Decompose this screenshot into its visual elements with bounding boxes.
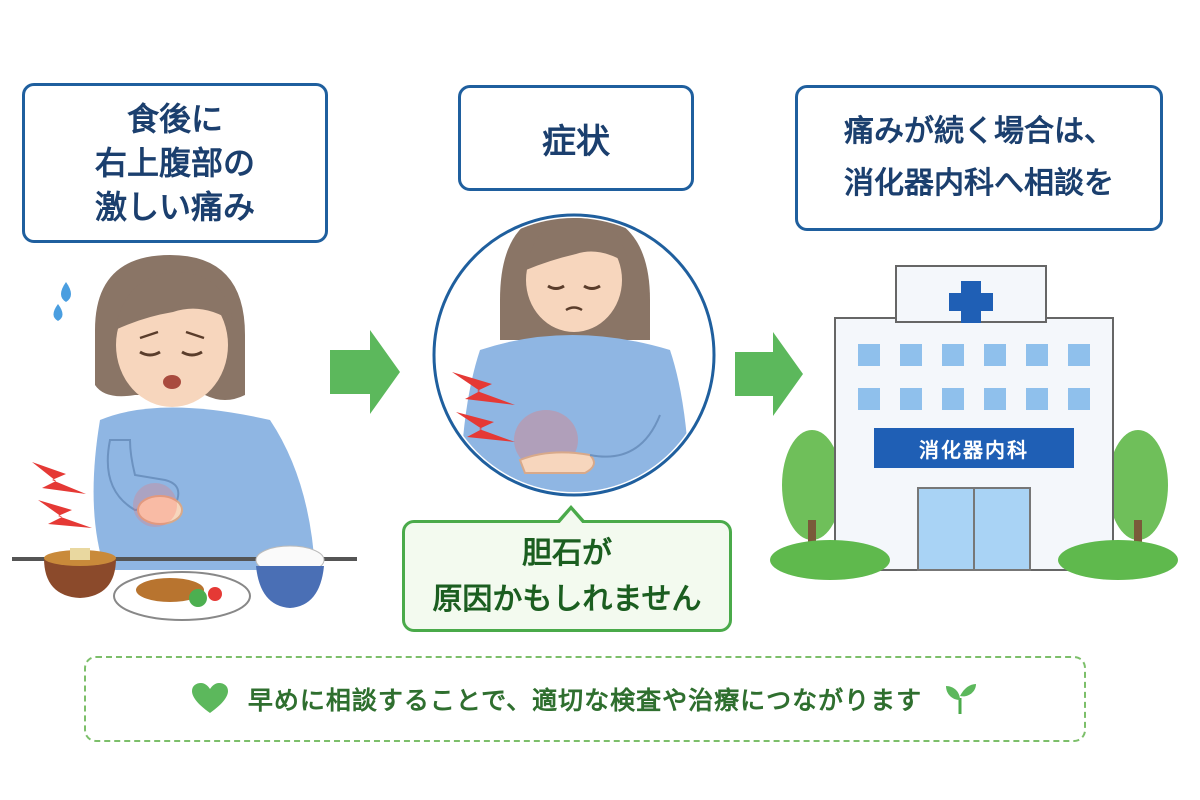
lightning-icon — [32, 462, 86, 494]
cause-line: 胆石が — [522, 536, 612, 571]
lightning-icon — [38, 500, 92, 528]
hospital-illustration — [770, 265, 1178, 580]
lightning-icon — [456, 412, 515, 442]
step1-line: 食後に — [126, 100, 223, 138]
step2-title: 症状 — [542, 121, 610, 162]
footer-banner: 早めに相談することで、適切な検査や治療につながります — [84, 656, 1086, 742]
symptom-illustration — [432, 213, 716, 497]
step1-line: 激しい痛み — [94, 188, 255, 226]
hospital-sign: 消化器内科 — [919, 437, 1029, 462]
step1-callout: 食後に 右上腹部の 激しい痛み — [22, 83, 328, 243]
step1-line: 右上腹部の — [94, 144, 255, 182]
arrow-right-icon — [735, 332, 803, 416]
arrow-right-icon — [330, 330, 400, 414]
woman-in-pain-illustration — [12, 255, 357, 621]
footer-message: 早めに相談することで、適切な検査や治療につながります — [247, 686, 923, 715]
sweat-drop-icon — [61, 282, 71, 302]
step3-line: 消化器内科へ相談を — [844, 166, 1114, 201]
step3-callout: 痛みが続く場合は、 消化器内科へ相談を — [795, 85, 1163, 231]
sprout-icon — [946, 684, 977, 714]
heart-icon — [191, 683, 228, 713]
step2-callout: 症状 — [458, 85, 694, 191]
cause-bubble: 胆石が 原因かもしれません — [402, 505, 732, 632]
cause-line: 原因かもしれません — [432, 582, 702, 617]
sweat-drop-icon — [53, 304, 63, 321]
step3-line: 痛みが続く場合は、 — [844, 114, 1114, 149]
hospital-cross-icon — [949, 281, 993, 323]
lightning-icon — [452, 372, 515, 405]
